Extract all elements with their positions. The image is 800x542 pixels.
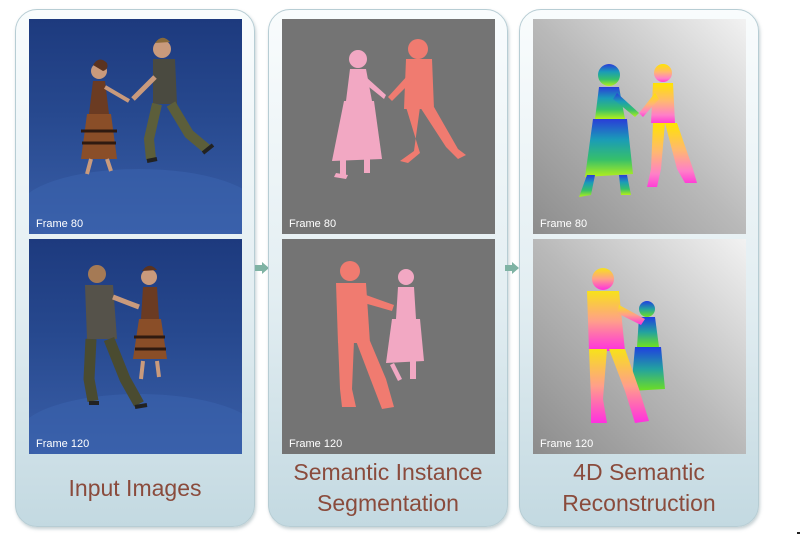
frame-label: Frame 120 — [36, 438, 90, 450]
frame-label: Frame 120 — [289, 438, 343, 450]
frame-label: Frame 80 — [540, 218, 588, 230]
photo-dancers-frame-120 — [29, 239, 242, 454]
frame-label: Frame 80 — [289, 218, 337, 230]
input-image-frame-80: Frame 80 — [29, 19, 242, 234]
arrow-right-icon — [505, 262, 519, 274]
reconstructed-male — [587, 268, 649, 423]
panel-caption: Semantic Instance Segmentation — [269, 457, 507, 519]
panel-caption: 4D Semantic Reconstruction — [520, 457, 758, 519]
panel-semantic-instance-segmentation: Frame 80 Frame 120 Semantic I — [268, 9, 508, 527]
segmentation-mask-frame-80 — [282, 19, 495, 234]
arrow-right-icon — [255, 262, 269, 274]
reconstruction-frame-80: Frame 80 — [533, 19, 746, 234]
instance-female — [332, 50, 386, 179]
reconstruction-frame-120: Frame 120 — [533, 239, 746, 454]
instance-male — [336, 261, 394, 409]
caption-line: Segmentation — [317, 490, 459, 516]
panel-caption: Input Images — [16, 473, 254, 504]
caption-line: Input Images — [68, 475, 202, 501]
panel-input-images: Frame 80 Frame 120 Input Images — [15, 9, 255, 527]
reconstructed-female — [579, 64, 639, 197]
instance-female — [386, 269, 424, 381]
caption-line: Reconstruction — [562, 490, 716, 516]
segmentation-mask-frame-120 — [282, 239, 495, 454]
reconstruction-render-frame-120 — [533, 239, 746, 454]
segmentation-frame-120: Frame 120 — [282, 239, 495, 454]
instance-male — [388, 39, 466, 163]
frame-label: Frame 80 — [36, 218, 84, 230]
caption-line: 4D Semantic — [573, 459, 705, 485]
reconstructed-female — [631, 301, 665, 391]
segmentation-frame-80: Frame 80 — [282, 19, 495, 234]
photo-dancers-frame-80 — [29, 19, 242, 234]
input-image-frame-120: Frame 120 — [29, 239, 242, 454]
panel-4d-semantic-reconstruction: Frame 80 Frame 120 4D Semantic Reconstru… — [519, 9, 759, 527]
reconstruction-render-frame-80 — [533, 19, 746, 234]
corner-dot — [797, 532, 800, 534]
reconstructed-male — [639, 64, 697, 187]
frame-label: Frame 120 — [540, 438, 594, 450]
caption-line: Semantic Instance — [293, 459, 483, 485]
